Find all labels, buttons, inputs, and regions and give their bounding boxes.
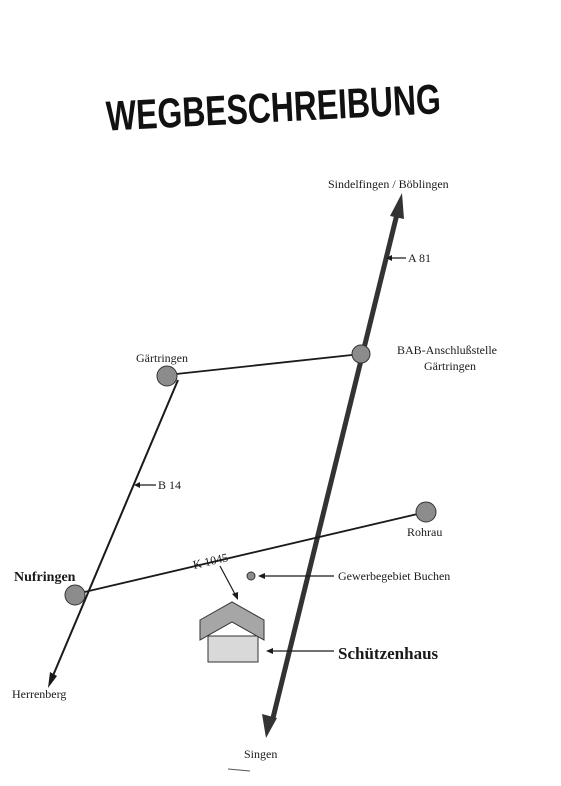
label-gaertringen: Gärtringen	[136, 351, 188, 365]
arrow-down-icon	[48, 672, 57, 688]
node-gewerbegebiet	[246, 571, 256, 581]
node-bab-gaertringen	[351, 344, 371, 364]
label-schuetzenhaus: Schützenhaus	[338, 644, 439, 663]
label-bab-line1: BAB-Anschlußstelle	[397, 343, 497, 357]
arrow-up-icon	[390, 193, 404, 219]
label-herrenberg: Herrenberg	[12, 687, 66, 701]
map-title: WEGBESCHREIBUNG	[105, 75, 442, 139]
k1045-road	[75, 511, 427, 595]
node-rohrau	[415, 501, 437, 523]
node-gaertringen	[156, 365, 178, 387]
label-nufringen: Nufringen	[14, 570, 76, 585]
arrow-down-icon	[262, 714, 277, 738]
node-nufringen	[64, 584, 86, 606]
label-gewerbegebiet: Gewerbegebiet Buchen	[338, 569, 450, 583]
a81-motorway	[262, 193, 404, 738]
label-bab-line2: Gärtringen	[424, 359, 476, 373]
label-k1045: K 1045	[192, 550, 230, 572]
pointer-b14	[134, 482, 156, 488]
label-b14: B 14	[158, 478, 181, 492]
label-a81: A 81	[408, 251, 431, 265]
label-singen: Singen	[244, 747, 277, 761]
pointer-schuetzenhaus	[266, 648, 334, 654]
label-rohrau: Rohrau	[407, 525, 442, 539]
label-sindelfingen: Sindelfingen / Böblingen	[328, 177, 449, 191]
b14-road	[48, 379, 179, 688]
road-gaertringen-bab	[166, 353, 362, 376]
pointer-a81	[386, 255, 406, 261]
pointer-k1045	[219, 565, 238, 600]
schuetzenhaus-building-icon	[199, 601, 265, 663]
scan-mark	[227, 768, 251, 772]
pointer-gewerbegebiet	[258, 573, 334, 579]
